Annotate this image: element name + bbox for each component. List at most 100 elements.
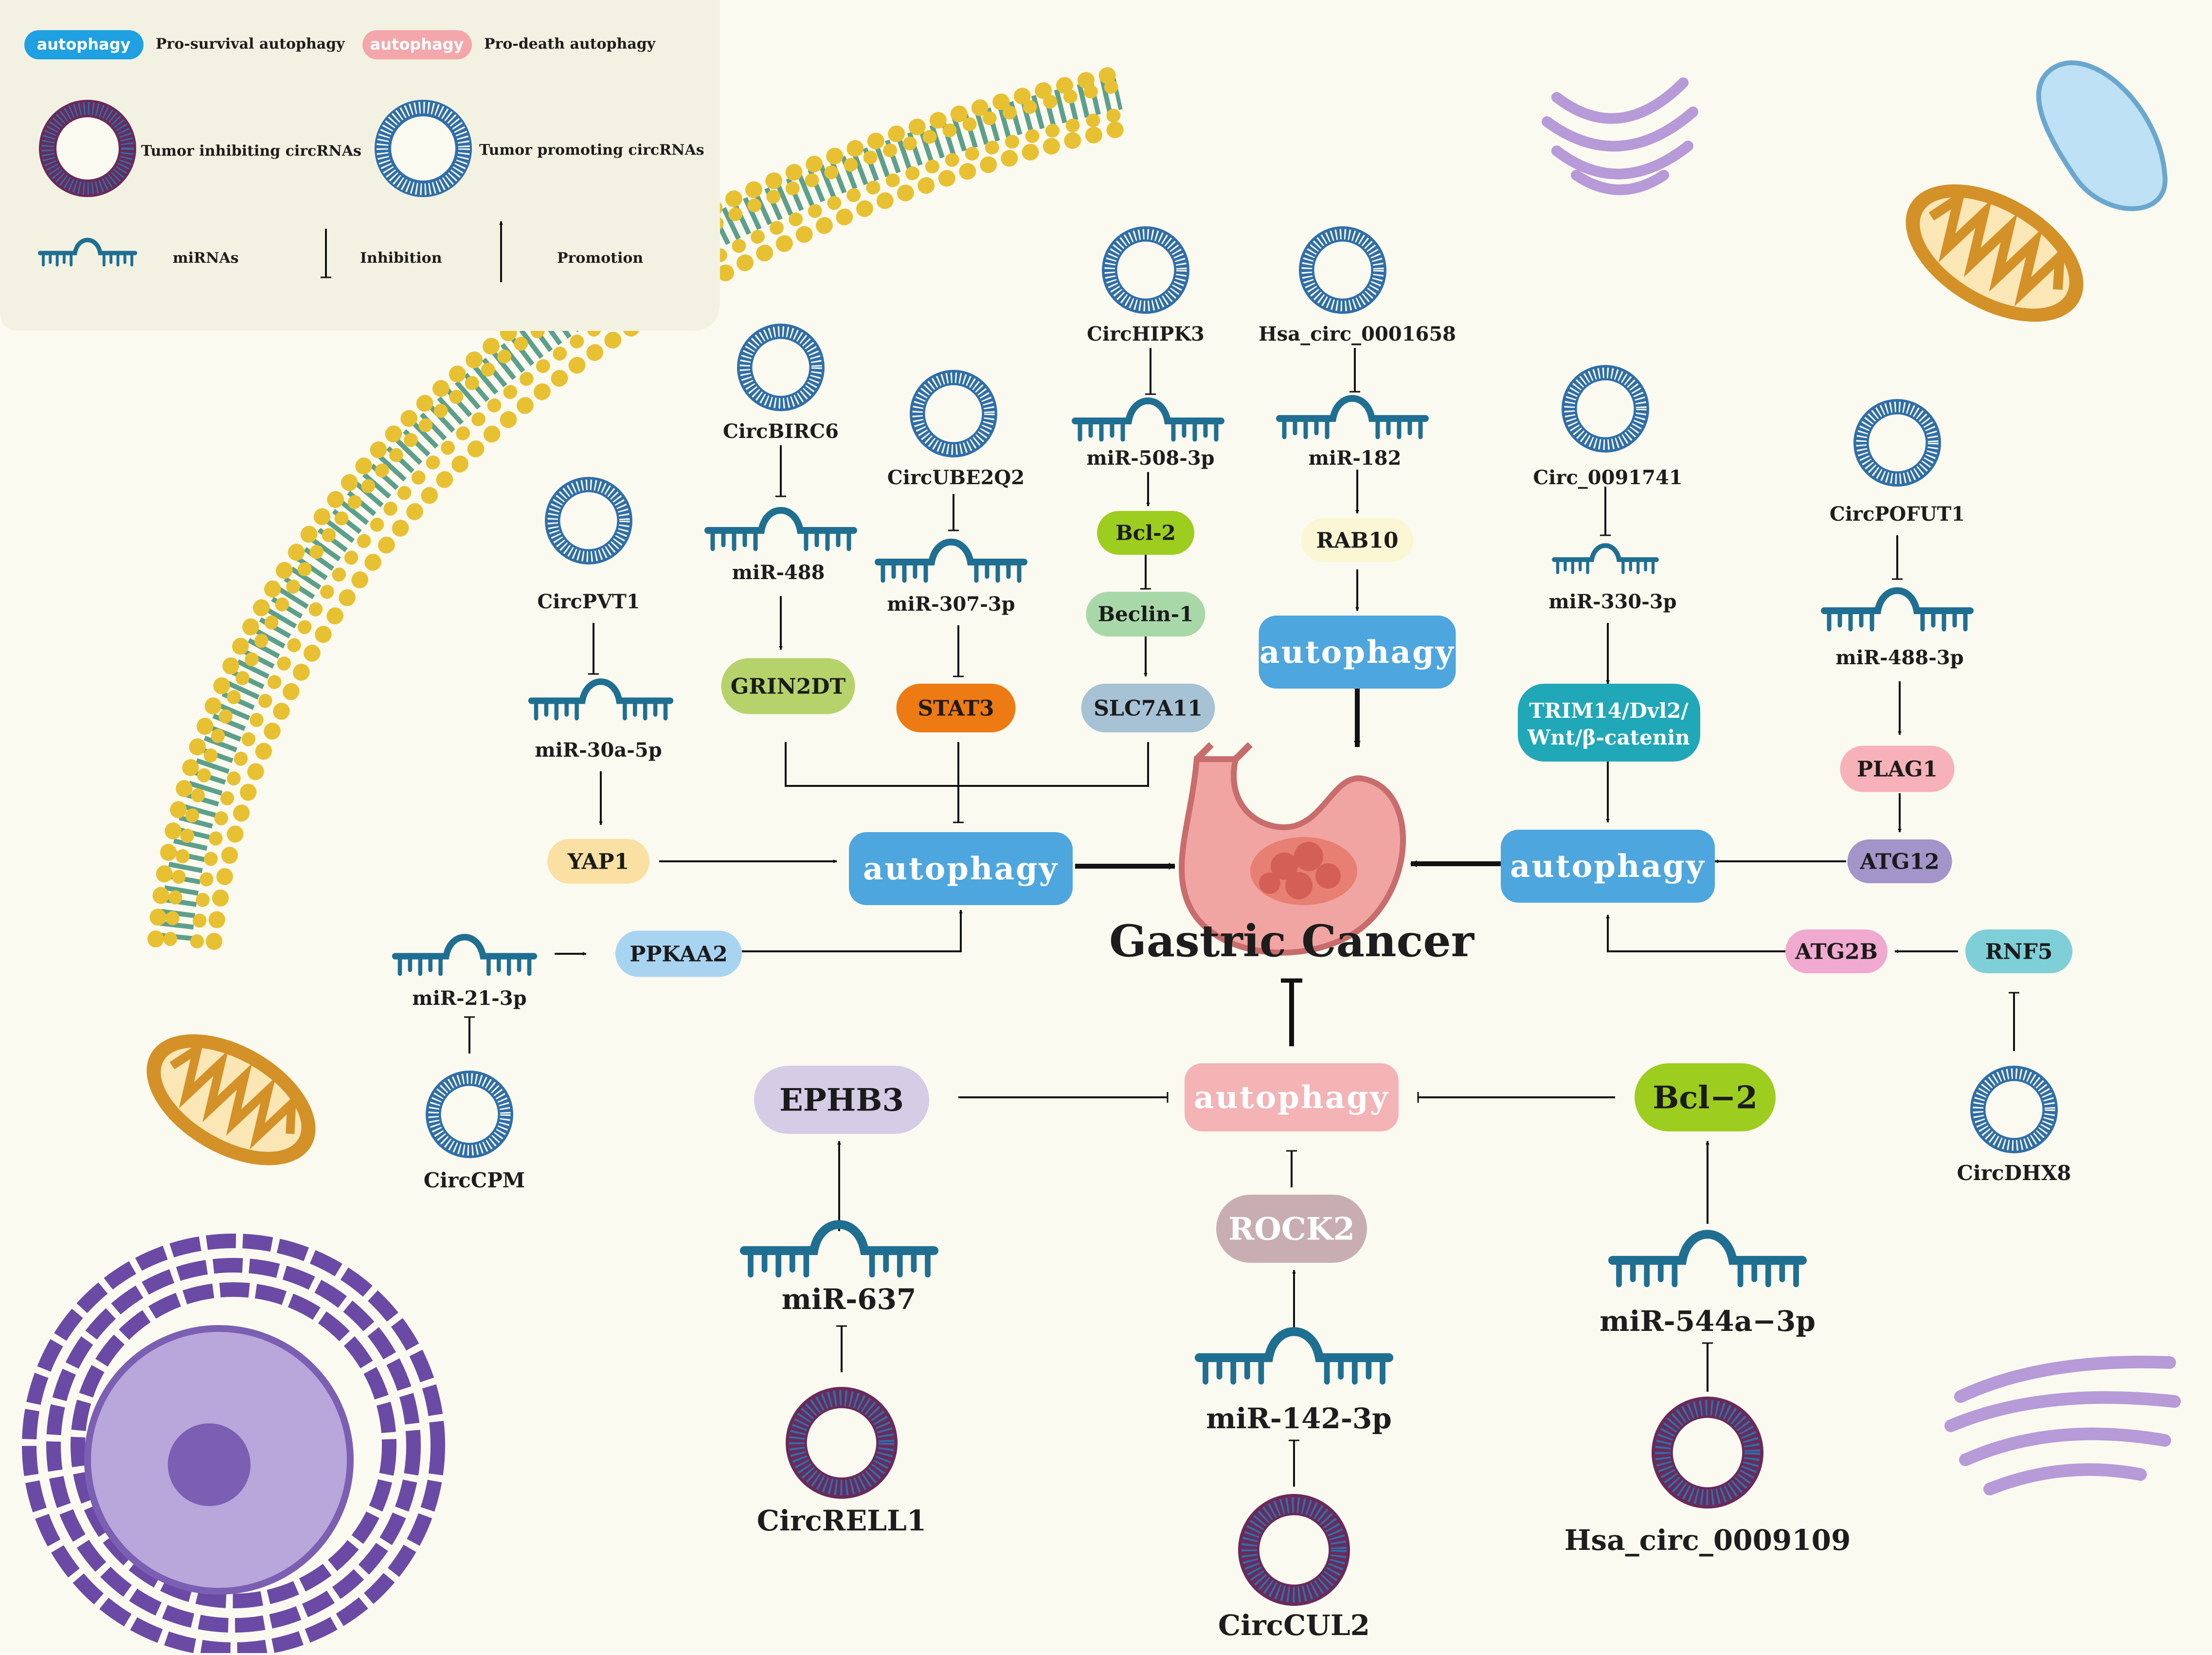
legend-death-tag-text: autophagy	[370, 35, 464, 54]
cul2-circrna-icon	[1238, 1494, 1350, 1606]
stat3-node	[896, 684, 1016, 732]
beclin1-node	[1086, 592, 1205, 637]
hipk3-circrna-icon	[1102, 226, 1189, 314]
autophagy-left-box	[849, 832, 1073, 905]
legend-survival-tag	[24, 30, 144, 59]
grin2dt-node	[721, 658, 855, 714]
trim14-node-label-1: TRIM14/Dvl2/	[1529, 699, 1689, 723]
m637-label: miR-637	[782, 1283, 917, 1316]
cpm-circrna-icon	[426, 1071, 513, 1158]
cpm-label: CircCPM	[424, 1168, 525, 1192]
autophagy-top-label: autophagy	[1259, 634, 1455, 671]
rock2-node-label: ROCK2	[1228, 1211, 1355, 1247]
bcl2_bottom-node-label: Bcl−2	[1653, 1079, 1758, 1116]
slc7a11-node-label: SLC7A11	[1094, 696, 1203, 721]
autophagy-right-box	[1501, 830, 1715, 903]
golgi-bottom-icon	[1944, 1355, 2181, 1495]
slc7a11-node	[1081, 684, 1215, 732]
legend-death-label: Pro-death autophagy	[484, 36, 656, 53]
m544-label: miR-544a−3p	[1600, 1305, 1816, 1338]
bcl2_bottom-node	[1635, 1063, 1776, 1131]
legend-death-tag	[362, 30, 472, 59]
atg12-node	[1847, 839, 1952, 883]
legend-survival-tag-text: autophagy	[37, 35, 131, 54]
stat3-node-label: STAT3	[917, 696, 994, 721]
plag1-node-label: PLAG1	[1857, 757, 1938, 782]
grin2dt-node-label: GRIN2DT	[731, 674, 846, 699]
beclin1-node-label: Beclin-1	[1098, 602, 1194, 626]
autophagy-bottom-box	[1185, 1063, 1399, 1131]
nucleus-er-icon	[22, 1234, 445, 1655]
pofut1-label: CircPOFUT1	[1830, 503, 1965, 526]
center-title: Gastric Cancer	[1109, 915, 1475, 967]
ppkaa2-node-label: PPKAA2	[629, 942, 728, 966]
stomach-icon	[1179, 742, 1406, 956]
legend-tumor-promoting: Tumor promoting circRNAs	[479, 142, 704, 159]
m182-label: miR-182	[1309, 447, 1402, 470]
cul2-label: CircCUL2	[1218, 1609, 1370, 1642]
c0001658-circrna-icon	[1299, 226, 1386, 314]
golgi-top-icon	[1542, 77, 1698, 195]
pofut1-circrna-icon	[1853, 399, 1941, 487]
rnf5-node	[1965, 929, 2072, 973]
m508-label: miR-508-3p	[1086, 447, 1214, 470]
c0091741-circrna-icon	[1562, 365, 1649, 453]
c0009109-circrna-icon	[1652, 1397, 1763, 1509]
trim14-node-label-2: Wnt/β-catenin	[1527, 726, 1690, 749]
legend-inhibition: Inhibition	[360, 250, 442, 267]
m142-label: miR-142-3p	[1206, 1402, 1392, 1435]
connectors	[464, 348, 2019, 1487]
vesicle-icon	[2036, 60, 2168, 211]
c0001658-label: Hsa_circ_0001658	[1259, 323, 1456, 346]
plag1-node	[1840, 746, 1955, 792]
legend-panel: autophagy Pro-survival autophagy autopha…	[0, 0, 720, 331]
rock2-node	[1216, 1195, 1367, 1263]
rab10-node	[1301, 518, 1413, 562]
trim14-node	[1518, 684, 1700, 762]
dhx8-label: CircDHX8	[1957, 1161, 2071, 1185]
ube2q2-label: CircUBE2Q2	[887, 466, 1025, 489]
bcl2_top-node-label: Bcl-2	[1115, 521, 1176, 545]
rab10-node-label: RAB10	[1316, 528, 1398, 553]
m30a-label: miR-30a-5p	[535, 739, 662, 762]
legend-survival-label: Pro-survival autophagy	[156, 36, 345, 53]
autophagy-left-label: autophagy	[863, 851, 1059, 887]
ppkaa2-node	[615, 930, 742, 977]
m330-label: miR-330-3p	[1548, 590, 1676, 613]
birc6-label: CircBIRC6	[723, 420, 839, 443]
mitochondria-left-icon	[146, 1034, 316, 1165]
m488-label: miR-488	[732, 561, 825, 584]
c0009109-label: Hsa_circ_0009109	[1565, 1524, 1851, 1557]
autophagy-right-label: autophagy	[1510, 848, 1706, 885]
ube2q2-circrna-icon	[910, 370, 997, 457]
dhx8-circrna-icon	[1970, 1066, 2058, 1153]
m488_3p-label: miR-488-3p	[1835, 646, 1963, 669]
mitochondria-top-icon	[1906, 184, 2084, 322]
bcl2_top-node	[1097, 511, 1194, 555]
cell-membrane	[147, 65, 1127, 950]
c0091741-label: Circ_0091741	[1533, 466, 1682, 489]
hipk3-label: CircHIPK3	[1087, 323, 1205, 346]
yap1-node	[547, 839, 649, 884]
legend-tumor-inhibiting: Tumor inhibiting circRNAs	[141, 143, 361, 160]
legend-promotion: Promotion	[557, 250, 643, 267]
legend-promote-circ-icon	[375, 100, 472, 197]
autophagy-top-box	[1259, 616, 1456, 689]
m21-label: miR-21-3p	[412, 987, 526, 1010]
yap1-node-label: YAP1	[567, 849, 629, 874]
atg12-node-label: ATG12	[1859, 849, 1939, 874]
ephb3-node-label: EPHB3	[779, 1082, 904, 1118]
birc6-circrna-icon	[737, 324, 825, 411]
rnf5-node-label: RNF5	[1985, 939, 2053, 964]
atg2b-node-label: ATG2B	[1795, 939, 1878, 964]
rell1-label: CircRELL1	[757, 1504, 926, 1537]
m307-label: miR-307-3p	[887, 593, 1015, 616]
pvt1-circrna-icon	[545, 477, 632, 564]
ephb3-node	[754, 1066, 929, 1134]
pvt1-label: CircPVT1	[537, 590, 640, 613]
